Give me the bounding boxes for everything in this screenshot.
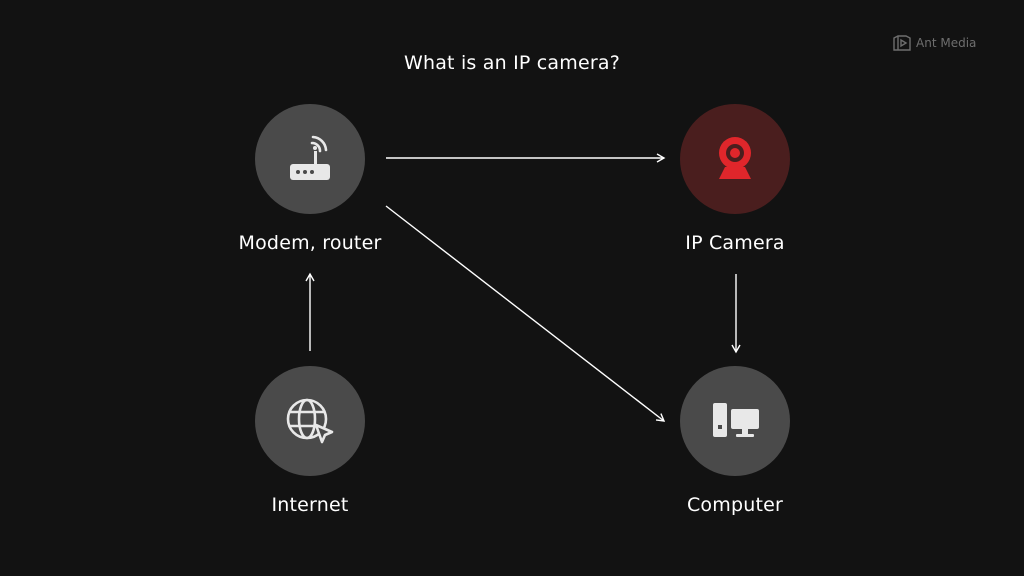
globe-cursor-icon	[286, 398, 334, 444]
brand-logo: Ant Media	[892, 34, 976, 52]
desktop-computer-icon	[713, 403, 759, 437]
brand-name: Ant Media	[916, 36, 977, 50]
node-router-label: Modem, router	[238, 232, 382, 254]
node-camera-label: IP Camera	[685, 232, 785, 254]
node-internet	[255, 366, 365, 476]
edge-router-to-computer	[385, 205, 666, 422]
diagram-title: What is an IP camera?	[403, 52, 621, 74]
webcam-icon	[719, 137, 751, 179]
node-camera	[680, 104, 790, 214]
node-computer	[680, 366, 790, 476]
node-computer-label: Computer	[686, 494, 784, 516]
node-internet-label: Internet	[271, 494, 349, 516]
router-wifi-icon	[290, 135, 330, 180]
ant-media-logo-icon	[893, 35, 911, 51]
node-router	[255, 104, 365, 214]
